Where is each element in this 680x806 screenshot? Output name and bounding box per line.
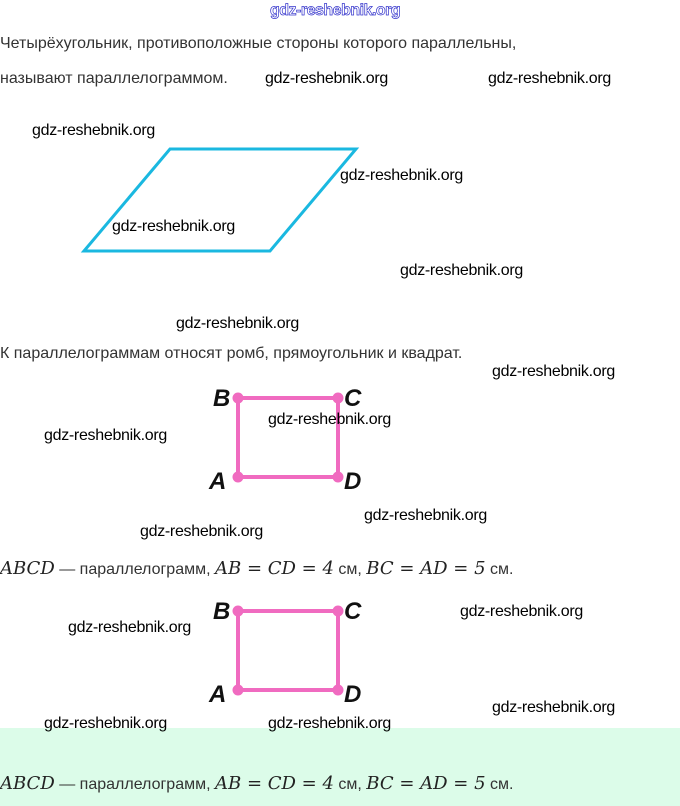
- statement-eq2: BC = AD = 5: [366, 773, 486, 794]
- watermark: gdz-reshebnik.org: [44, 427, 167, 444]
- paragraph-line-2: называют параллелограммом.: [0, 70, 228, 87]
- vertex-label-c: C: [344, 598, 362, 625]
- vertex-label-d: D: [344, 468, 362, 495]
- vertex-label-a: A: [209, 681, 227, 708]
- statement-2: ABCD — параллелограмм, AB = CD = 4 см, B…: [0, 773, 513, 794]
- statement-dash: — параллелограмм,: [54, 561, 215, 578]
- square-figure-1: [232, 392, 344, 483]
- highlight-band: [0, 728, 680, 806]
- watermark: gdz-reshebnik.org: [488, 70, 611, 87]
- watermark: gdz-reshebnik.org: [32, 122, 155, 139]
- watermark: gdz-reshebnik.org: [492, 363, 615, 380]
- vertex-label-d: D: [344, 681, 362, 708]
- vertex-label-b: B: [213, 598, 231, 625]
- statement-eq1: AB = CD = 4: [215, 773, 334, 794]
- vertex-label-b: B: [213, 385, 231, 412]
- watermark: gdz-reshebnik.org: [268, 715, 391, 732]
- paragraph-2: К параллелограммам относят ромб, прямоуг…: [0, 345, 463, 362]
- statement-name: ABCD: [0, 558, 55, 579]
- watermark: gdz-reshebnik.org: [140, 523, 263, 540]
- watermark: gdz-reshebnik.org: [460, 603, 583, 620]
- watermark: gdz-reshebnik.org: [492, 699, 615, 716]
- watermark: gdz-reshebnik.org: [68, 619, 191, 636]
- paragraph-line-1: Четырёхугольник, противоположные стороны…: [0, 35, 517, 52]
- watermark: gdz-reshebnik.org: [265, 70, 388, 87]
- statement-unit2: см.: [485, 776, 514, 793]
- square-figure-2: [232, 605, 344, 696]
- watermark: gdz-reshebnik.org: [112, 218, 235, 235]
- watermark: gdz-reshebnik.org: [364, 507, 487, 524]
- statement-1: ABCD — параллелограмм, AB = CD = 4 см, B…: [0, 558, 513, 579]
- watermark: gdz-reshebnik.org: [400, 262, 523, 279]
- vertex-label-a: A: [209, 468, 227, 495]
- header-watermark: gdz-reshebnik.org: [270, 2, 401, 20]
- watermark: gdz-reshebnik.org: [44, 715, 167, 732]
- statement-unit1: см,: [333, 776, 367, 793]
- statement-dash: — параллелограмм,: [54, 776, 215, 793]
- statement-eq1: AB = CD = 4: [215, 558, 334, 579]
- parallelogram-figure: [80, 147, 360, 253]
- statement-unit2: см.: [485, 561, 514, 578]
- statement-unit1: см,: [333, 561, 367, 578]
- vertex-label-c: C: [344, 385, 362, 412]
- watermark: gdz-reshebnik.org: [340, 167, 463, 184]
- statement-eq2: BC = AD = 5: [366, 558, 486, 579]
- statement-name: ABCD: [0, 773, 55, 794]
- watermark: gdz-reshebnik.org: [176, 315, 299, 332]
- watermark: gdz-reshebnik.org: [268, 411, 391, 428]
